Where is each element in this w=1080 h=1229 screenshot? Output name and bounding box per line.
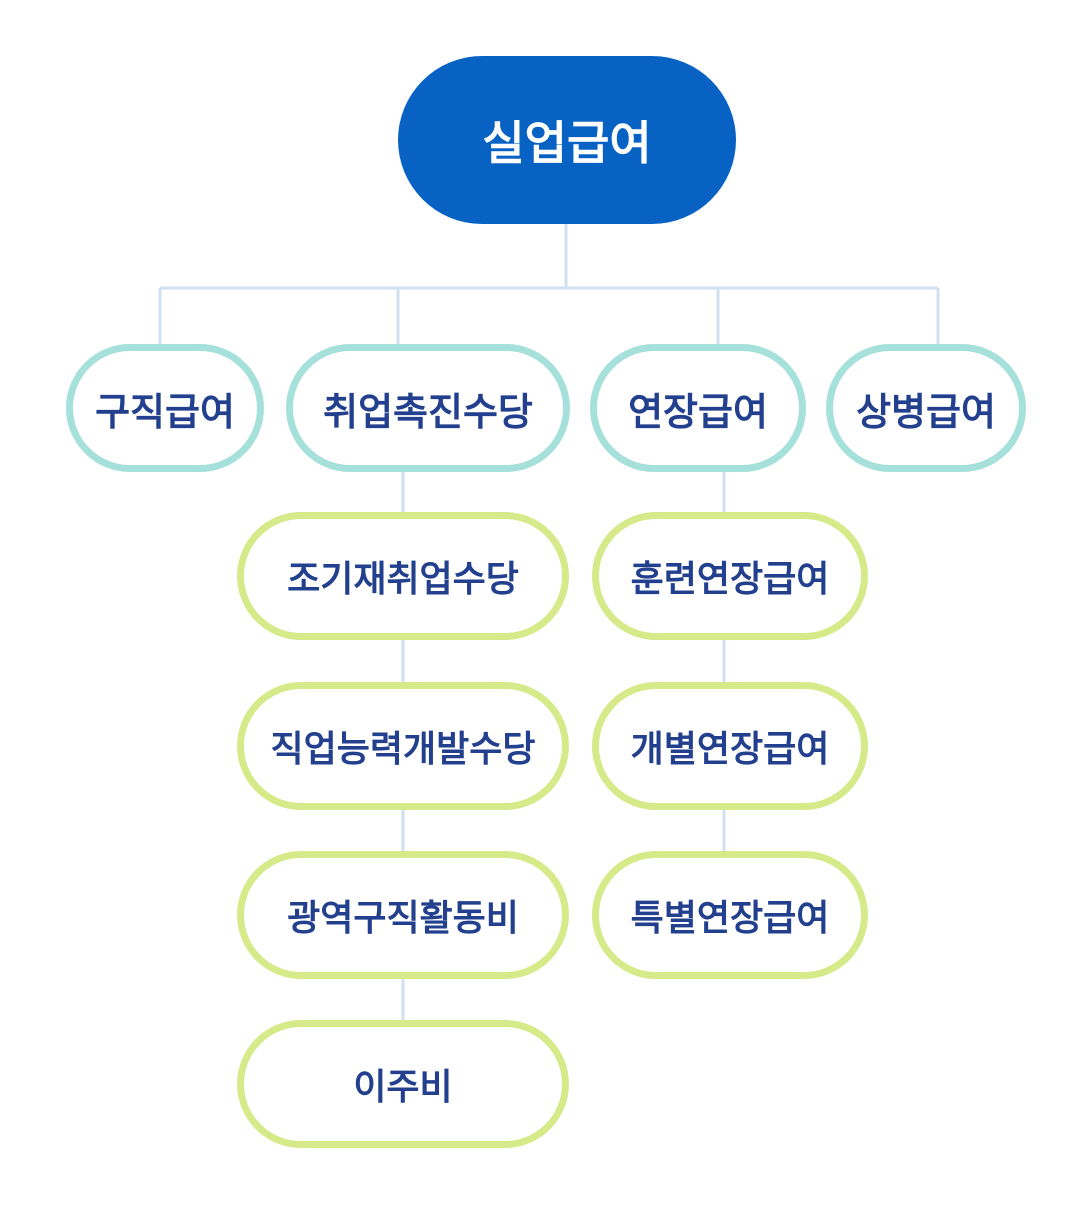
- node-vocational-skills-allowance: 직업능력개발수당: [237, 682, 569, 810]
- node-label: 실업급여: [482, 116, 652, 170]
- node-label: 특별연장급여: [630, 898, 830, 939]
- node-label: 연장급여: [628, 389, 768, 434]
- node-label: 구직급여: [95, 389, 235, 434]
- node-label: 취업촉진수당: [323, 389, 533, 434]
- node-special-extended-benefit: 특별연장급여: [592, 851, 868, 979]
- node-label: 직업능력개발수당: [270, 729, 536, 770]
- node-early-reemployment-allowance: 조기재취업수당: [237, 512, 569, 640]
- node-label: 상병급여: [856, 389, 996, 434]
- node-individual-extended-benefit: 개별연장급여: [592, 682, 868, 810]
- node-job-seeking-benefit: 구직급여: [66, 344, 264, 472]
- node-relocation-expense: 이주비: [237, 1020, 569, 1148]
- node-label: 개별연장급여: [630, 729, 830, 770]
- node-unemployment-benefit: 실업급여: [398, 56, 736, 224]
- node-sickness-benefit: 상병급여: [826, 344, 1026, 472]
- node-label: 이주비: [353, 1067, 453, 1108]
- node-extended-benefit: 연장급여: [590, 344, 806, 472]
- node-wide-area-job-search-expense: 광역구직활동비: [237, 851, 569, 979]
- node-job-promotion-allowance: 취업촉진수당: [286, 344, 570, 472]
- node-training-extended-benefit: 훈련연장급여: [592, 512, 868, 640]
- node-label: 훈련연장급여: [630, 559, 830, 600]
- node-label: 조기재취업수당: [287, 559, 519, 600]
- node-label: 광역구직활동비: [287, 898, 519, 939]
